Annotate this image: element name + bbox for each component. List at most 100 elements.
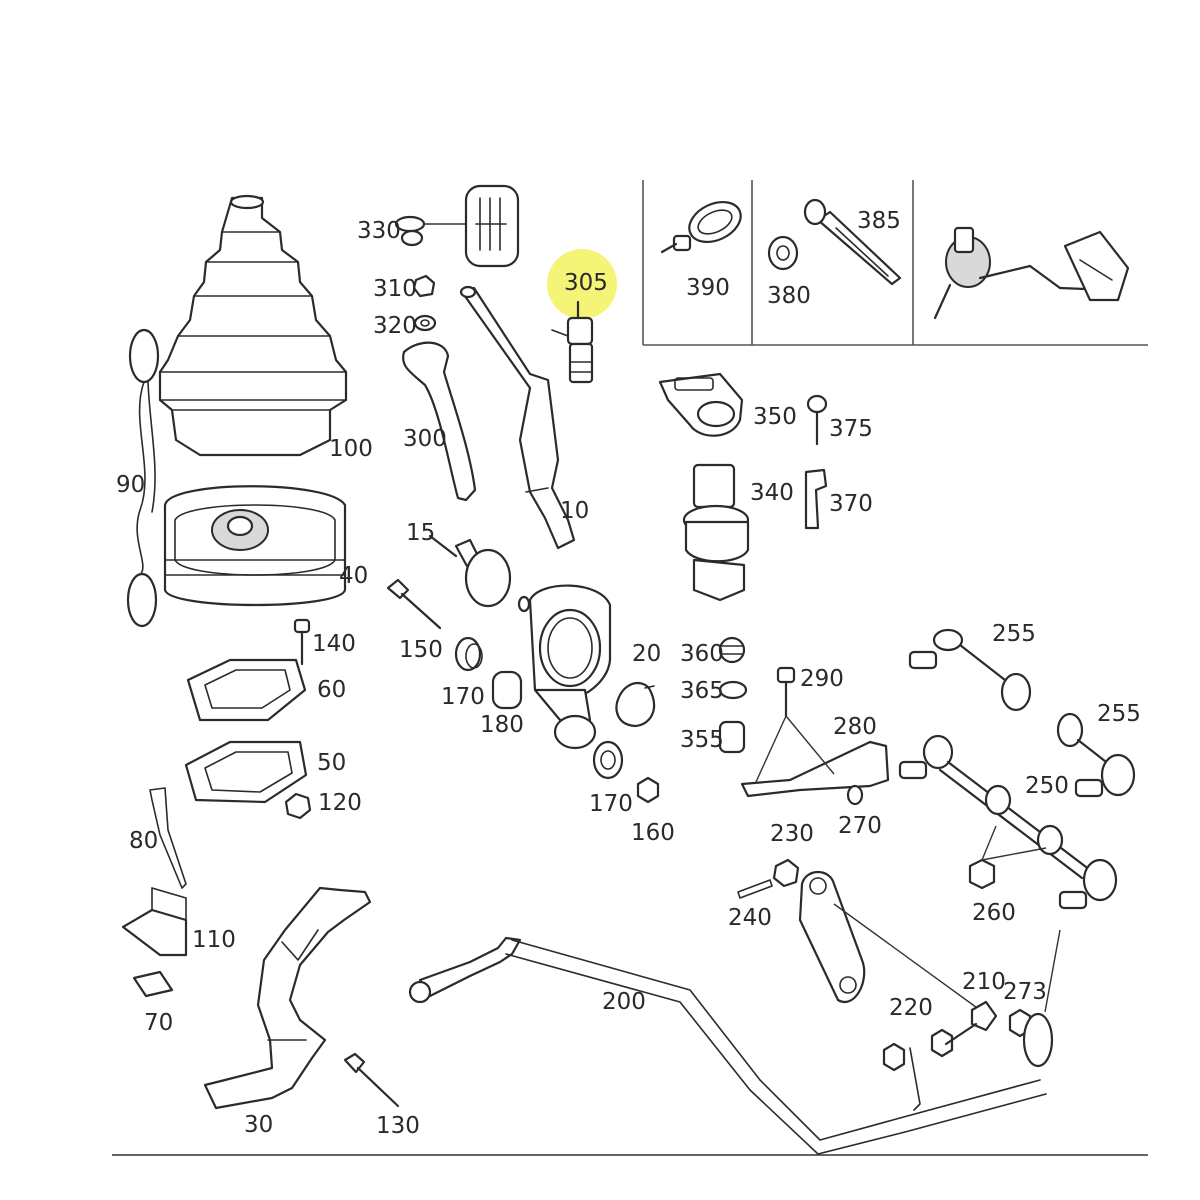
label-273: 273	[1003, 979, 1047, 1005]
label-320: 320	[373, 313, 417, 339]
label-300: 300	[403, 426, 447, 452]
part-280-lever-arm[interactable]	[740, 715, 890, 798]
part-210-bolt[interactable]	[944, 1000, 998, 1046]
intermediate-lever[interactable]	[798, 870, 981, 1011]
part-80-spring-clip[interactable]	[149, 787, 187, 889]
label-180: 180	[480, 712, 524, 738]
label-80: 80	[129, 828, 158, 854]
label-360: 360	[680, 641, 724, 667]
part-240-cotter-pin[interactable]	[737, 879, 773, 899]
label-255-lower: 255	[1097, 701, 1141, 727]
label-160: 160	[631, 820, 675, 846]
label-280: 280	[833, 714, 877, 740]
label-50: 50	[317, 750, 346, 776]
part-380-grommet[interactable]	[767, 235, 799, 271]
part-305-plunger[interactable]	[551, 300, 594, 384]
part-375-screw[interactable]	[806, 394, 828, 446]
label-375: 375	[829, 416, 873, 442]
part-350-mounting-plate[interactable]	[658, 372, 744, 437]
part-70-small-plate[interactable]	[132, 970, 174, 998]
part-180-sleeve[interactable]	[491, 670, 523, 710]
part-20-circlip[interactable]	[615, 682, 656, 728]
part-330-shift-pattern-cap[interactable]	[394, 184, 520, 268]
label-310: 310	[373, 276, 417, 302]
part-390-cable-tie-mount[interactable]	[660, 194, 747, 254]
label-90: 90	[116, 472, 145, 498]
part-300-shift-knob[interactable]	[402, 341, 477, 502]
part-255-ball-joint-lower[interactable]	[1056, 712, 1136, 798]
label-255-upper: 255	[992, 621, 1036, 647]
label-15: 15	[406, 520, 435, 546]
part-255-ball-joint-upper[interactable]	[908, 628, 1032, 712]
label-20: 20	[632, 641, 661, 667]
callout-labels: 330 310 320 305 390 380 385 100 90 300 1…	[116, 208, 1141, 1139]
label-260: 260	[972, 900, 1016, 926]
label-110: 110	[192, 927, 236, 953]
part-340-selector-module[interactable]	[682, 463, 750, 602]
label-230: 230	[770, 821, 814, 847]
label-60: 60	[317, 677, 346, 703]
highlight-305	[547, 249, 617, 319]
part-110-bracket[interactable]	[121, 887, 188, 957]
label-380: 380	[767, 283, 811, 309]
part-10-shift-lever[interactable]	[459, 285, 576, 550]
part-250-connecting-rod[interactable]	[898, 734, 1118, 910]
part-160-nut[interactable]	[636, 776, 660, 804]
part-100-shift-boot[interactable]	[158, 194, 348, 457]
part-170-bushing-b[interactable]	[592, 740, 624, 780]
label-210: 210	[962, 969, 1006, 995]
label-305: 305	[564, 270, 608, 296]
part-230-nut[interactable]	[772, 858, 800, 888]
label-350: 350	[753, 404, 797, 430]
label-240: 240	[728, 905, 772, 931]
label-40: 40	[339, 563, 368, 589]
label-170-b: 170	[589, 791, 633, 817]
part-150-bolt[interactable]	[386, 578, 442, 630]
part-120-nut[interactable]	[284, 792, 312, 820]
part-140-screw[interactable]	[293, 618, 311, 666]
part-320-washer[interactable]	[413, 314, 437, 332]
part-200-shift-rod[interactable]	[408, 936, 1047, 1155]
label-150: 150	[399, 637, 443, 663]
label-365: 365	[680, 678, 724, 704]
part-40-boot-frame[interactable]	[163, 485, 347, 607]
part-360-spring[interactable]	[718, 636, 746, 664]
part-30-pedal-bracket[interactable]	[203, 886, 372, 1110]
label-130: 130	[376, 1113, 420, 1139]
label-100: 100	[329, 436, 373, 462]
part-170-bushing-a[interactable]	[454, 636, 483, 672]
label-10: 10	[560, 498, 589, 524]
part-220-nut[interactable]	[882, 1028, 954, 1072]
part-90-wire-retainer[interactable]	[126, 328, 160, 628]
part-290-screw[interactable]	[776, 666, 796, 718]
label-330: 330	[357, 218, 401, 244]
inset-linkage-assembly[interactable]	[933, 226, 1130, 320]
label-290: 290	[800, 666, 844, 692]
label-200: 200	[602, 989, 646, 1015]
label-340: 340	[750, 480, 794, 506]
end-bracket[interactable]	[909, 929, 1061, 1111]
part-355-bushing[interactable]	[718, 720, 746, 754]
part-50-plate[interactable]	[184, 740, 308, 804]
label-355: 355	[680, 727, 724, 753]
shift-housing[interactable]	[517, 584, 612, 750]
label-390: 390	[686, 275, 730, 301]
part-365-washer[interactable]	[718, 680, 748, 700]
label-270: 270	[838, 813, 882, 839]
label-140: 140	[312, 631, 356, 657]
part-270-washer[interactable]	[846, 784, 864, 806]
label-120: 120	[318, 790, 362, 816]
part-310-nut[interactable]	[412, 274, 436, 298]
label-70: 70	[144, 1010, 173, 1036]
label-385: 385	[857, 208, 901, 234]
part-260-nut[interactable]	[968, 825, 1047, 890]
part-60-gasket[interactable]	[186, 658, 307, 722]
part-370-bracket[interactable]	[804, 468, 828, 530]
label-370: 370	[829, 491, 873, 517]
label-30: 30	[244, 1112, 273, 1138]
part-385-cable-tie[interactable]	[803, 198, 902, 286]
part-15-ball-stud[interactable]	[428, 534, 512, 608]
inset-frame	[642, 180, 1148, 346]
part-130-bolt[interactable]	[343, 1052, 400, 1108]
